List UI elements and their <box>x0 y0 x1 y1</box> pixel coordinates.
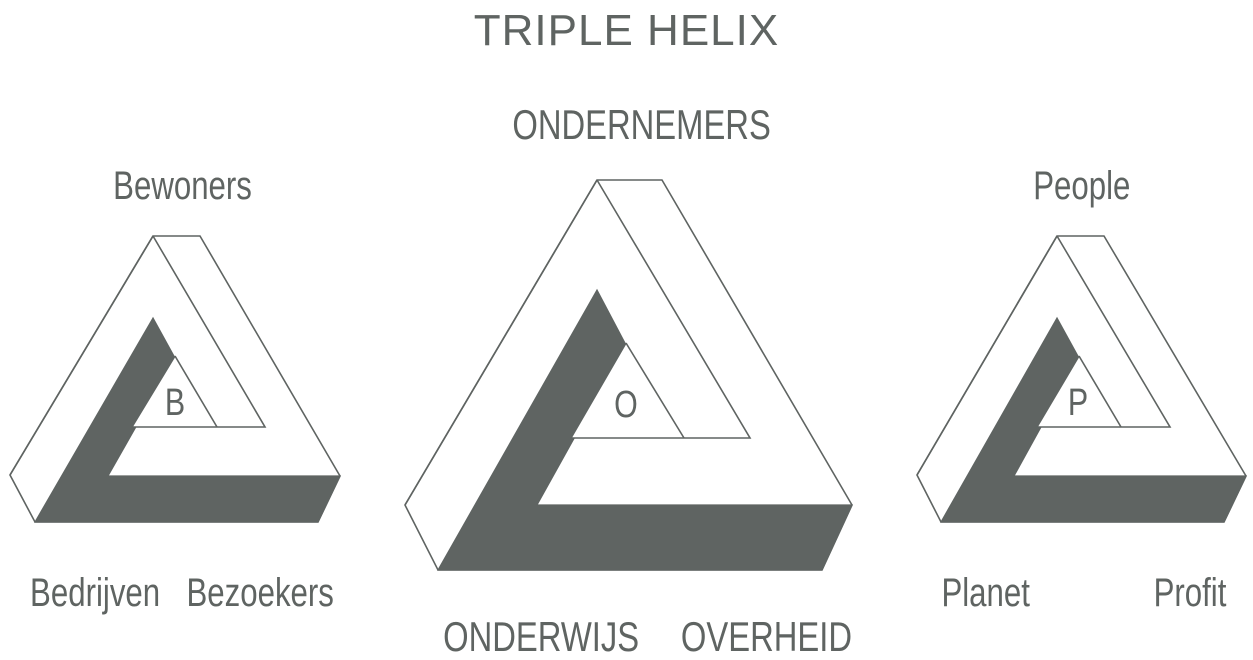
top-label-left: Bewoners <box>113 166 235 206</box>
bottom-right-label-middle: OVERHEID <box>681 616 815 658</box>
top-label-right: People <box>1033 166 1127 206</box>
bottom-left-label-middle: ONDERWIJS <box>443 616 607 658</box>
center-letter-middle: O <box>614 386 638 424</box>
bottom-right-label-left: Bezoekers <box>186 573 317 613</box>
impossible-triangle-left <box>10 236 340 522</box>
center-letter-right: P <box>1066 384 1090 422</box>
bottom-left-label-left: Bedrijven <box>30 573 144 613</box>
bottom-right-label-right: Profit <box>1153 573 1228 613</box>
top-label-middle: ONDERNEMERS <box>512 104 741 146</box>
impossible-triangle-right <box>917 236 1246 522</box>
center-letter-left: B <box>163 384 187 422</box>
impossible-triangle-middle <box>405 180 852 570</box>
bottom-left-label-right: Planet <box>941 573 1022 613</box>
